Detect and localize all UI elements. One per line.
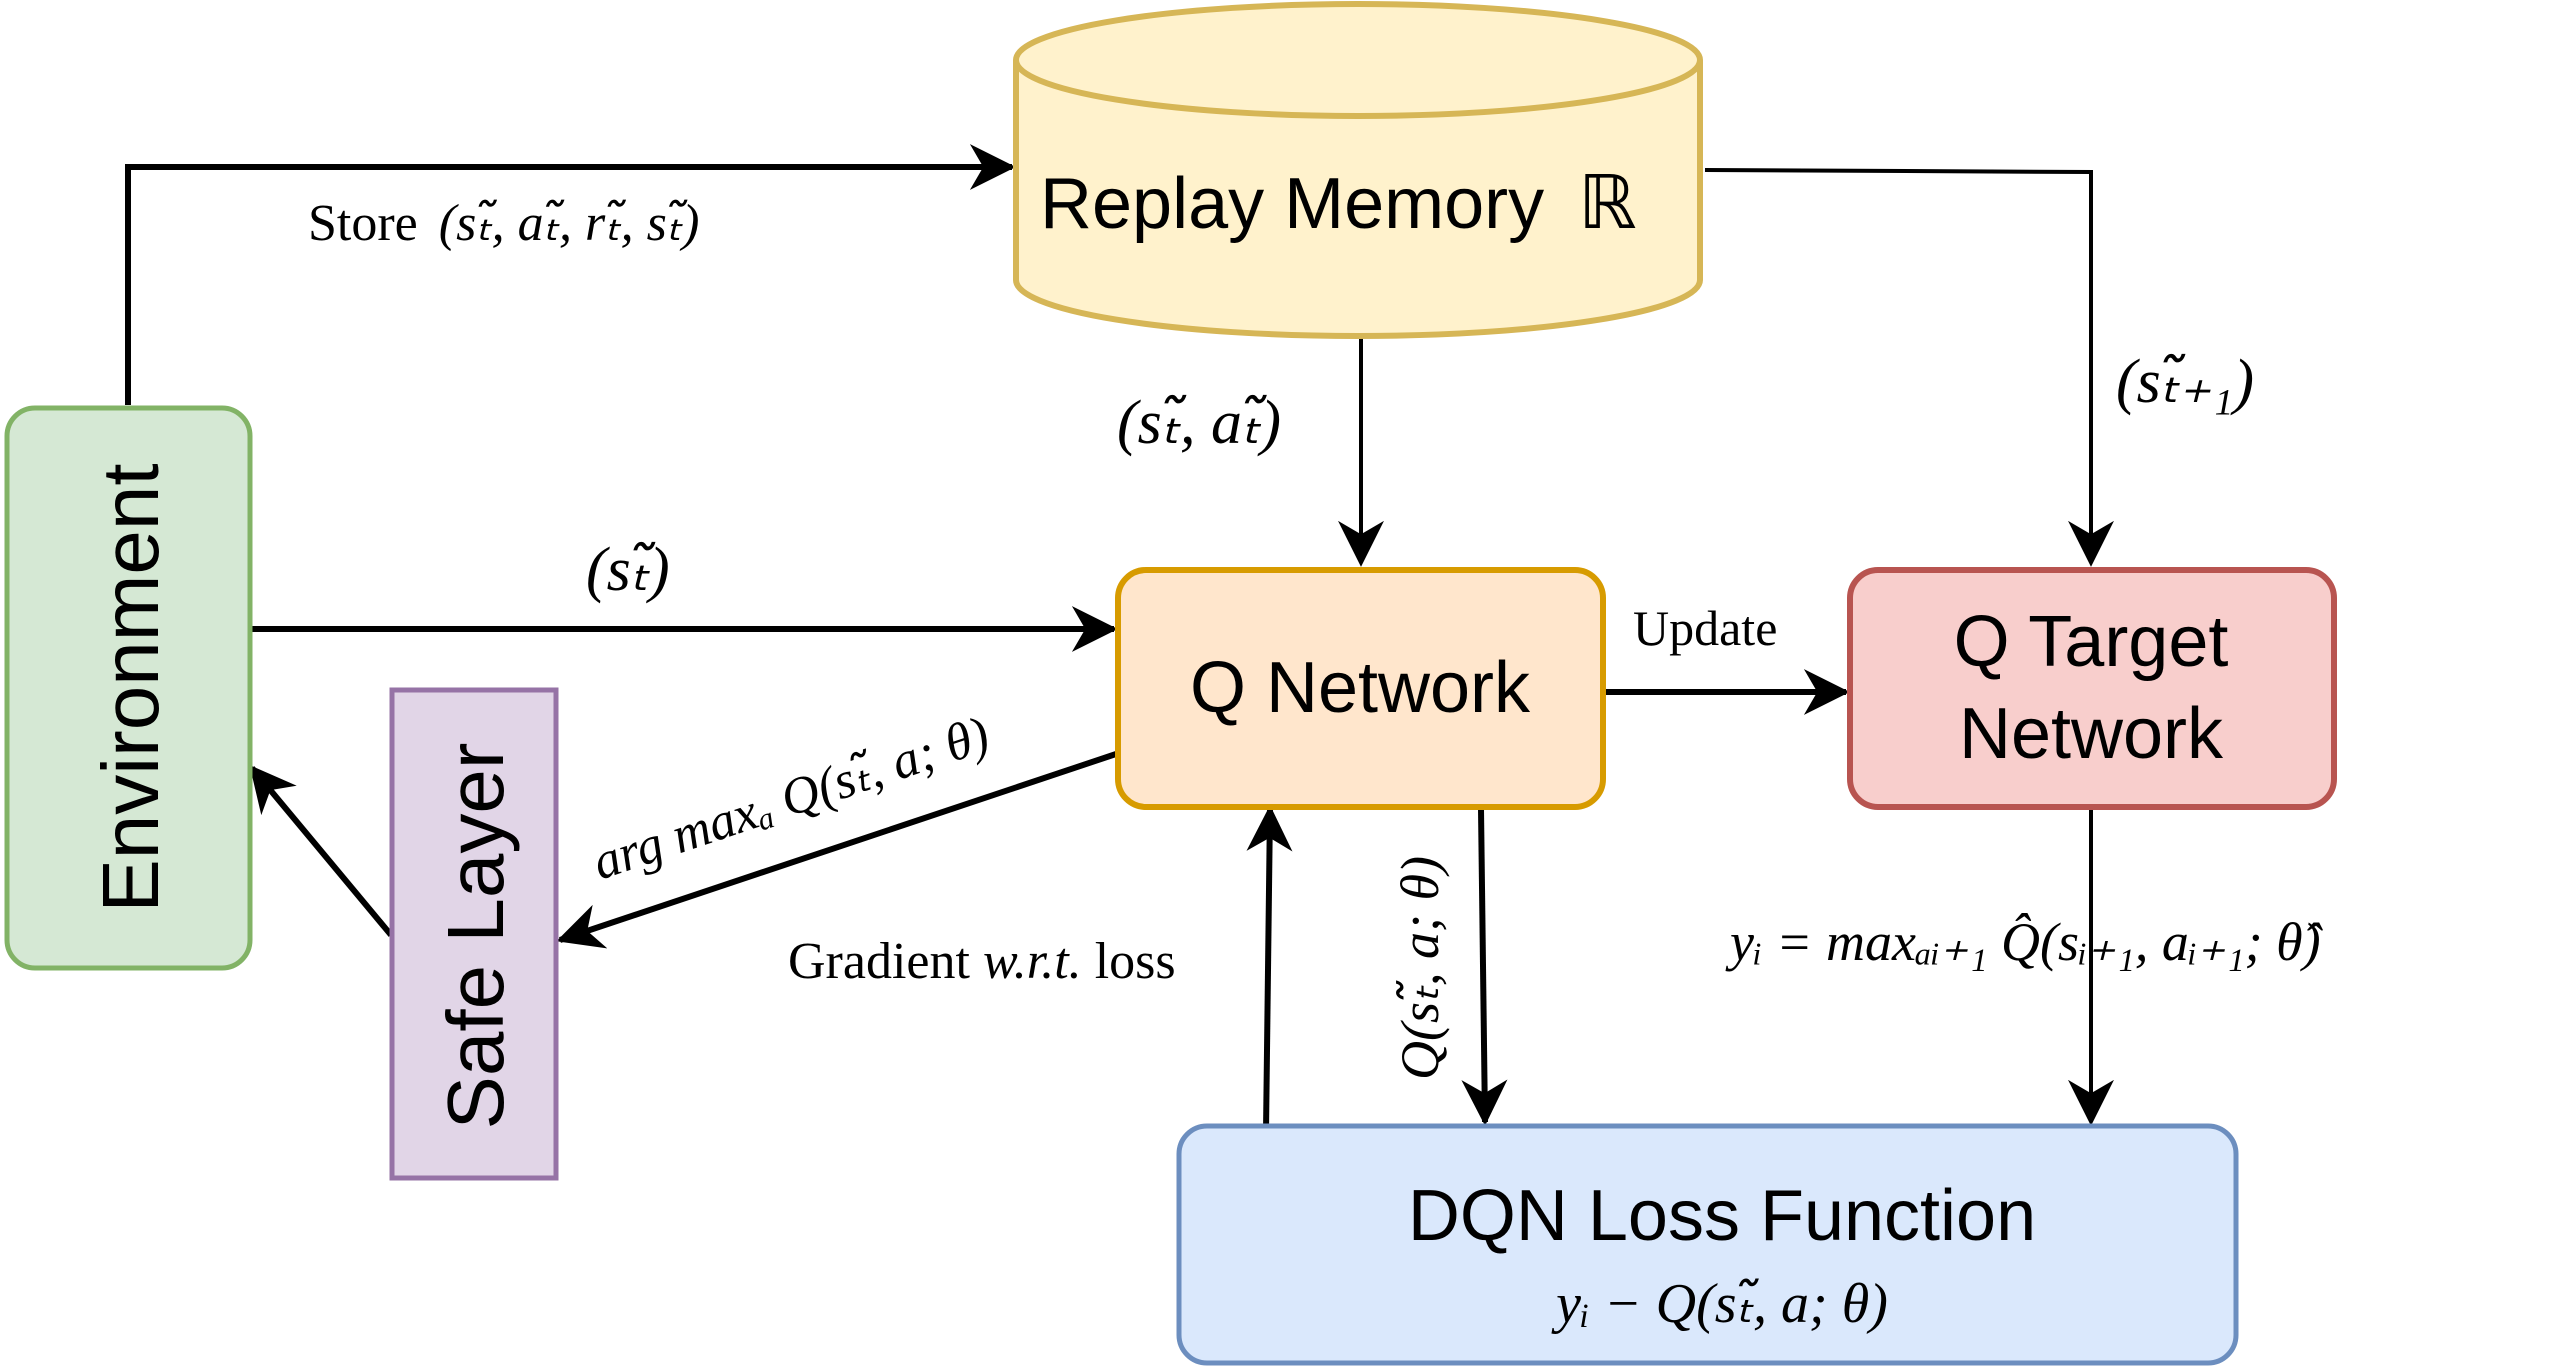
edge-argmax xyxy=(556,751,1117,949)
dqn-loss-node[interactable]: DQN Loss Function yᵢ − Q(sₜ̃, a; θ) xyxy=(1176,1123,2239,1366)
gradient-text-pre: Gradient xyxy=(788,933,983,990)
dqn-loss-label: DQN Loss Function xyxy=(1408,1176,2036,1256)
replay-memory-text: Replay Memory xyxy=(1040,164,1544,244)
update-label: Update xyxy=(1633,600,1777,656)
environment-label: Environment xyxy=(86,463,175,912)
next-state-label: (sₜ̃₊₁) xyxy=(2116,348,2254,416)
gradient-label: Gradient w.r.t. loss xyxy=(788,933,1176,990)
replay-memory-node[interactable]: Replay Memory ℝ xyxy=(1013,1,1703,339)
safe-layer-label: Safe Layer xyxy=(431,743,520,1130)
safe-layer-node[interactable]: Safe Layer xyxy=(389,687,559,1181)
environment-node[interactable]: Environment xyxy=(4,405,253,971)
gradient-text-post: loss xyxy=(1082,933,1176,990)
target-value-label: yᵢ = maxₐᵢ₊₁ Q̂(sᵢ₊₁, aᵢ₊₁; θ̂) xyxy=(1725,912,2324,972)
store-label: Store (sₜ̃, aₜ̃, rₜ̃, sₜ̃) xyxy=(308,195,699,252)
sample-sa-label: (sₜ̃, aₜ̃) xyxy=(1117,389,1281,457)
store-formula: (sₜ̃, aₜ̃, rₜ̃, sₜ̃) xyxy=(439,195,700,252)
gradient-text-italic: w.r.t. xyxy=(983,933,1082,990)
store-text: Store xyxy=(308,195,418,252)
dqn-loss-formula: yᵢ − Q(sₜ̃, a; θ) xyxy=(1551,1273,1888,1335)
q-value-label: Q(sₜ̃, a; θ) xyxy=(1390,856,1450,1080)
q-target-label-line1: Q Target xyxy=(1954,602,2229,682)
real-numbers-symbol: ℝ xyxy=(1578,163,1637,245)
edge-store xyxy=(125,144,1016,405)
state-label: (sₜ̃) xyxy=(586,536,670,604)
edge-next-state xyxy=(1704,168,2114,567)
edge-safe-to-env xyxy=(249,765,394,937)
q-target-node[interactable]: Q Target Network xyxy=(1847,567,2337,810)
q-network-label: Q Network xyxy=(1190,648,1531,728)
q-target-label-line2: Network xyxy=(1959,694,2224,774)
edge-gradient xyxy=(1246,805,1293,1132)
q-network-node[interactable]: Q Network xyxy=(1115,567,1606,810)
replay-memory-label: Replay Memory ℝ xyxy=(1040,163,1637,245)
edge-q-value xyxy=(1461,808,1508,1126)
